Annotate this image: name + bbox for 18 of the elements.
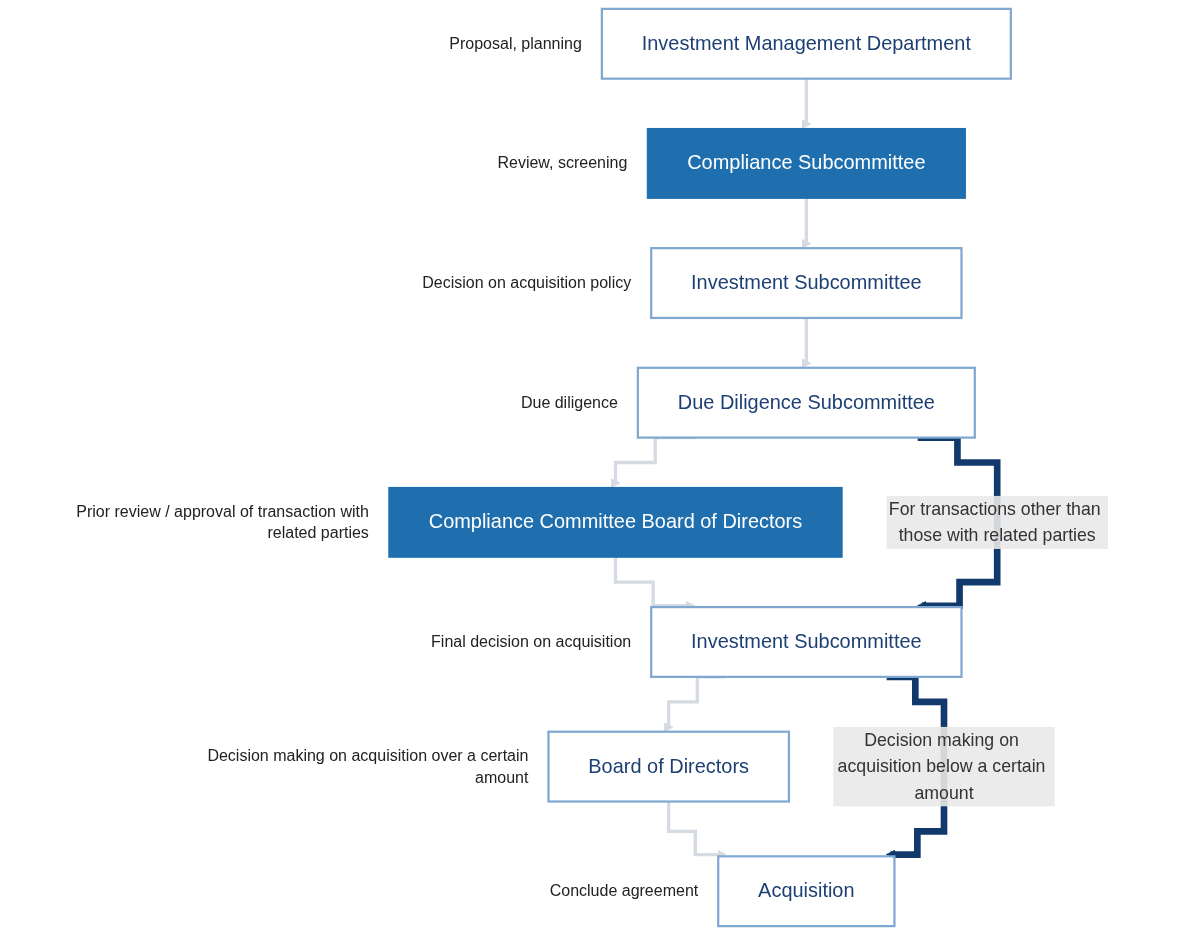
- node-box: Investment Subcommittee: [650, 247, 963, 320]
- step-label: Review, screening: [496, 153, 628, 174]
- edge-label: Decision making on acquisition below a certain amount: [837, 730, 1046, 803]
- node-box: Investment Management Department: [600, 7, 1012, 80]
- node-box: Due Diligence Subcommittee: [636, 366, 976, 439]
- step-label: Due diligence: [519, 392, 618, 413]
- edge-label: For transactions other than those with related parties: [888, 499, 1101, 545]
- node-box: Compliance Subcommittee: [646, 127, 966, 199]
- node-box: Acquisition: [717, 855, 896, 928]
- step-label: Conclude agreement: [548, 881, 699, 902]
- node-box: Compliance Committee Board of Directors: [388, 486, 843, 558]
- step-label: Proposal, planning: [448, 33, 582, 54]
- node-box: Board of Directors: [547, 730, 790, 803]
- step-label: Decision on acquisition policy: [421, 273, 632, 294]
- node-box: Investment Subcommittee: [650, 606, 963, 678]
- step-label: Prior review / approval of transaction with related parties: [75, 501, 369, 544]
- step-label: Final decision on acquisition: [430, 631, 632, 652]
- step-label: Decision making on acquisition over a certain amount: [206, 746, 529, 788]
